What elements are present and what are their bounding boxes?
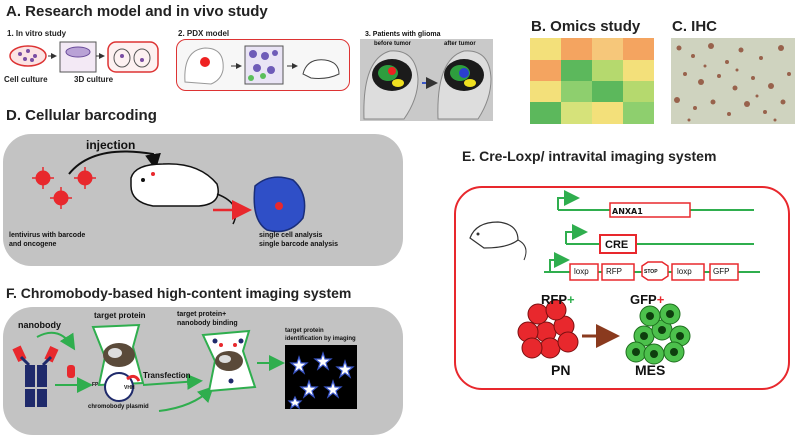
petri-dish-icon [9,45,47,67]
mouse-icon [469,221,519,249]
mes-label: MES [635,362,666,378]
cre-loxp-box [454,186,790,390]
ident-label-2: identification by imaging [285,336,356,342]
loxp-box-2 [671,263,705,281]
plasmid-icon [104,372,134,402]
after-tumor-label: after tumor [444,41,476,47]
in-vitro-figure [9,41,159,73]
before-tumor-label: before tumor [374,41,412,47]
pdx-box [176,39,350,91]
rfp-box [601,263,635,281]
pdx-figure [184,45,340,85]
anxa1-label: ANXA1 [612,207,643,216]
patients-label: 3. Patients with glioma [365,31,441,38]
target-protein-label: target protein [94,311,146,320]
section-d-title: D. Cellular barcoding [6,107,157,124]
transfection-label: Transfection [143,371,191,380]
star-cells [287,351,355,410]
section-f-title: F. Chromobody-based high-content imaging… [6,285,352,301]
imaging-result-panel [285,345,357,409]
rfp-plus-label: RFP+ [541,292,575,307]
nanobody-label: nanobody [18,320,61,330]
section-c-title: C. IHC [672,18,717,35]
single-cell-label: single cell analysis [259,232,323,239]
mouse-icon [302,59,340,79]
virus-icon [32,167,96,209]
injection-label: injection [86,138,136,152]
cre-loxp-figure [469,190,760,365]
pn-cell-cluster [517,299,579,359]
loxp1-label: loxp [574,267,589,276]
mouse-icon [130,163,219,207]
cre-gene-box [599,234,637,254]
omics-heatmap [530,38,654,124]
gfp-box [709,263,739,281]
ident-label-1: target protein [285,328,324,334]
oncogene-label: and oncogene [9,241,57,248]
section-b-title: B. Omics study [531,18,641,35]
patients-figure: before tumor after tumor [360,39,493,121]
loxp-box-1 [569,263,599,281]
barcoding-figure [32,150,306,233]
vhh-label: VHH [124,385,135,391]
cre-label: CRE [605,239,629,251]
plasmid-label: chromobody plasmid [88,404,149,410]
anxa1-gene-box [609,202,691,218]
stop-label: STOP [644,269,658,275]
pdx-label: 2. PDX model [178,29,230,38]
vhh-fragment-icon [67,365,75,378]
binding-label-2: nanobody binding [177,320,238,327]
chromobody-figure [12,323,357,412]
lentivirus-label: lentivirus with barcode [9,232,86,239]
gfp-plus-label: GFP+ [630,292,665,307]
single-barcode-label: single barcode analysis [259,241,338,248]
cell-culture-label: Cell culture [4,75,48,84]
section-e-title: E. Cre-Loxp/ intravital imaging system [462,148,717,164]
tumor-icon [200,57,210,67]
3d-culture-label: 3D culture [74,75,114,84]
stop-sign-icon [641,261,669,281]
gfp-label: GFP [713,267,730,276]
binding-label-1: target protein+ [177,311,227,318]
ihc-image [671,38,795,124]
fp-label: FP [92,382,99,388]
pn-label: PN [551,362,571,378]
antibody-icon [12,345,59,407]
loxp2-label: loxp [677,267,692,276]
section-a-title: A. Research model and in vivo study [6,3,268,20]
in-vitro-label: 1. In vitro study [7,29,67,38]
rfp-label: RFP [606,267,622,276]
